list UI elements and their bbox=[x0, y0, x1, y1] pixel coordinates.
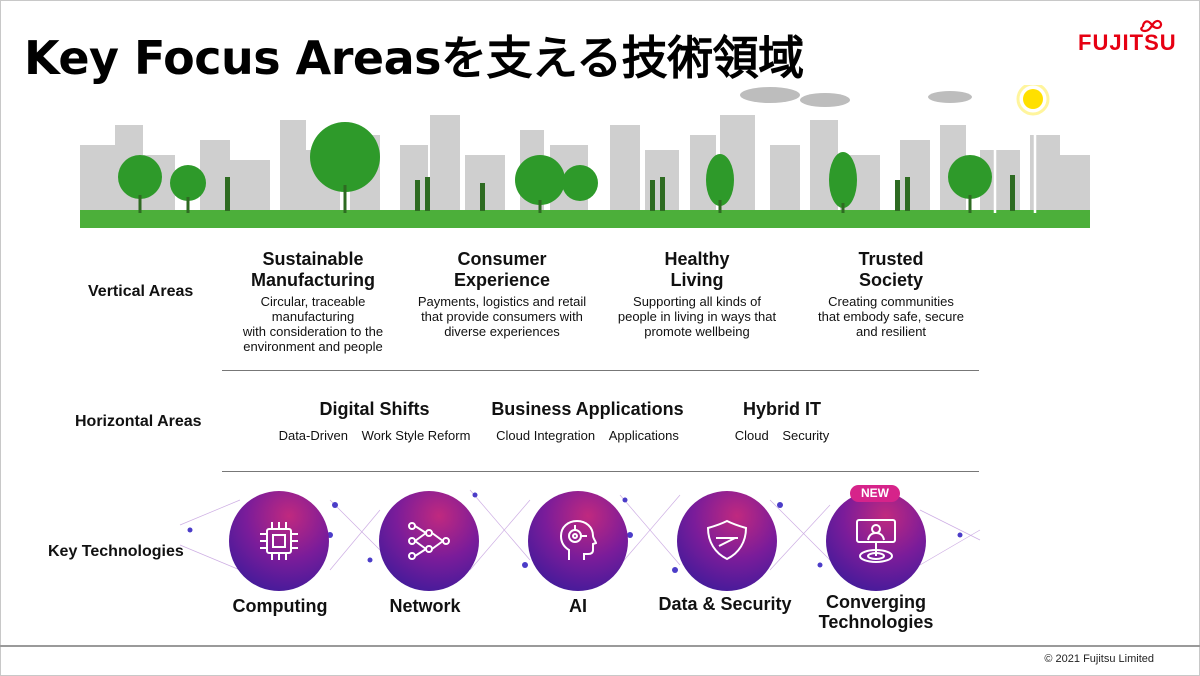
horizontal-area-title: Hybrid IT bbox=[742, 399, 821, 419]
tech-label-computing: Computing bbox=[232, 596, 328, 616]
horizontal-item: Data-Driven bbox=[278, 428, 348, 443]
tech-computing bbox=[229, 491, 329, 591]
new-badge: NEW bbox=[850, 485, 900, 502]
tech-label-data-security: Data & Security bbox=[658, 594, 792, 614]
row-label-key: Key Technologies bbox=[48, 543, 184, 560]
vertical-area-sustainable: Sustainable Manufacturing Circular, trac… bbox=[218, 249, 408, 354]
vertical-area-trusted: Trusted Society Creating communities tha… bbox=[796, 249, 986, 339]
fujitsu-logo: FUJITSU bbox=[1078, 19, 1178, 64]
vertical-area-desc: Supporting all kinds of people in living… bbox=[617, 294, 777, 339]
vertical-area-title: Healthy Living bbox=[664, 249, 730, 290]
horizontal-item: Work Style Reform bbox=[361, 428, 471, 443]
horizontal-area-title: Business Applications bbox=[491, 399, 684, 419]
vertical-area-title: Consumer Experience bbox=[453, 249, 551, 290]
city-illustration bbox=[80, 85, 1090, 228]
shield-icon bbox=[706, 519, 748, 561]
vertical-area-consumer: Consumer Experience Payments, logistics … bbox=[407, 249, 597, 339]
vertical-area-title: Trusted Society bbox=[858, 249, 924, 290]
horizontal-area-items: Data-Driven Work Style Reform bbox=[272, 428, 477, 443]
tech-label-ai: AI bbox=[569, 596, 587, 616]
vertical-area-desc: Circular, traceable manufacturing with c… bbox=[242, 294, 384, 354]
network-icon bbox=[408, 522, 450, 560]
footer-rule bbox=[0, 645, 1200, 647]
infinity-logo-icon bbox=[1140, 19, 1163, 33]
row-label-vertical: Vertical Areas bbox=[88, 283, 194, 300]
vertical-area-healthy: Healthy Living Supporting all kinds of p… bbox=[602, 249, 792, 339]
tech-ai bbox=[528, 491, 628, 591]
logo-text: FUJITSU bbox=[1078, 30, 1177, 55]
horizontal-area-title: Digital Shifts bbox=[319, 399, 430, 419]
divider-1 bbox=[222, 370, 979, 371]
horizontal-area-items: Cloud Security bbox=[722, 428, 842, 443]
vertical-area-title: Sustainable Manufacturing bbox=[251, 249, 375, 290]
horizontal-area-business: Business Applications Cloud Integration … bbox=[480, 399, 695, 443]
page-title: Key Focus Areasを支える技術領域 bbox=[24, 31, 804, 85]
row-label-horizontal: Horizontal Areas bbox=[75, 413, 202, 430]
horizontal-area-items: Cloud Integration Applications bbox=[480, 428, 695, 443]
tech-network bbox=[379, 491, 479, 591]
horizontal-area-hybrid: Hybrid IT Cloud Security bbox=[722, 399, 842, 443]
horizontal-item: Cloud bbox=[734, 428, 769, 443]
vertical-area-desc: Creating communities that embody safe, s… bbox=[818, 294, 964, 339]
tech-data-security bbox=[677, 491, 777, 591]
horizontal-item: Cloud Integration bbox=[496, 428, 596, 443]
tech-label-network: Network bbox=[389, 596, 461, 616]
network-mesh-decoration bbox=[179, 489, 981, 573]
divider-2 bbox=[222, 471, 979, 472]
converging-icon bbox=[856, 519, 896, 563]
vertical-area-desc: Payments, logistics and retail that prov… bbox=[417, 294, 587, 339]
horizontal-area-digital: Digital Shifts Data-Driven Work Style Re… bbox=[272, 399, 477, 443]
copyright-text: © 2021 Fujitsu Limited bbox=[1044, 653, 1154, 665]
chip-icon bbox=[260, 522, 298, 560]
horizontal-item: Security bbox=[782, 428, 830, 443]
horizontal-item: Applications bbox=[608, 428, 679, 443]
ai-head-icon bbox=[559, 519, 598, 560]
tech-label-converging: Converging Technologies bbox=[818, 592, 934, 632]
tech-converging bbox=[826, 491, 926, 591]
